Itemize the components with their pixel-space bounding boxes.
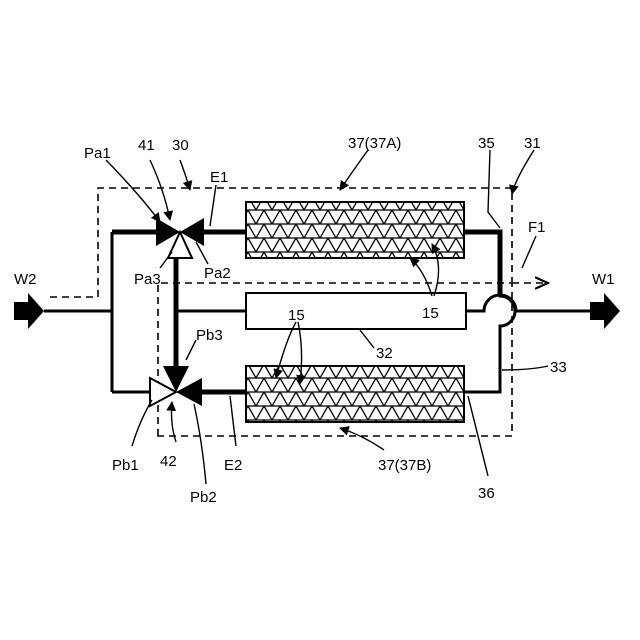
- label-33: 33: [550, 359, 567, 376]
- upper-outlet-pipe-35: [464, 232, 500, 294]
- leader-pb2: [194, 404, 206, 484]
- label-36: 36: [478, 485, 495, 502]
- label-41: 41: [138, 137, 155, 154]
- leader-37b: [340, 428, 384, 450]
- label-pa1: Pa1: [84, 145, 111, 162]
- label-35: 35: [478, 135, 495, 152]
- label-pb3: Pb3: [196, 327, 223, 344]
- leader-e1: [210, 185, 216, 226]
- label-pa3: Pa3: [134, 271, 161, 288]
- valve-41: [156, 218, 204, 258]
- leader-32: [360, 330, 374, 348]
- leader-15-top-a: [410, 258, 432, 296]
- label-w1: W1: [592, 271, 615, 288]
- leader-pa1: [106, 160, 160, 222]
- leader-pb3: [186, 340, 196, 360]
- leader-30: [180, 160, 190, 190]
- label-pb1: Pb1: [112, 457, 139, 474]
- leader-41: [150, 160, 170, 220]
- exchanger-37b: [246, 366, 464, 422]
- leader-pa2: [196, 242, 208, 264]
- exchanger-37a: [246, 202, 464, 258]
- label-15-top: 15: [422, 305, 439, 322]
- label-f1: F1: [528, 219, 546, 236]
- label-37a: 37(37A): [348, 135, 401, 152]
- middle-outlet-pipe: [466, 295, 590, 311]
- inlet-arrow-w2: [14, 293, 44, 329]
- label-e1: E1: [210, 169, 228, 186]
- leader-pa3: [160, 252, 172, 268]
- label-e2: E2: [224, 457, 242, 474]
- label-32: 32: [376, 345, 393, 362]
- label-15-mid: 15: [288, 307, 305, 324]
- leader-37a: [340, 150, 368, 190]
- label-pb2: Pb2: [190, 489, 217, 506]
- outlet-arrow-w1: [590, 293, 620, 329]
- pipe-31-crossover: [464, 294, 515, 392]
- leader-35: [488, 150, 500, 228]
- leader-31: [512, 150, 534, 194]
- label-30: 30: [172, 137, 189, 154]
- label-31: 31: [524, 135, 541, 152]
- label-pa2: Pa2: [204, 265, 231, 282]
- leader-e2: [230, 396, 236, 446]
- leader-33: [502, 366, 548, 370]
- label-37b: 37(37B): [378, 457, 431, 474]
- label-w2: W2: [14, 271, 37, 288]
- leader-f1: [522, 236, 536, 268]
- label-42: 42: [160, 453, 177, 470]
